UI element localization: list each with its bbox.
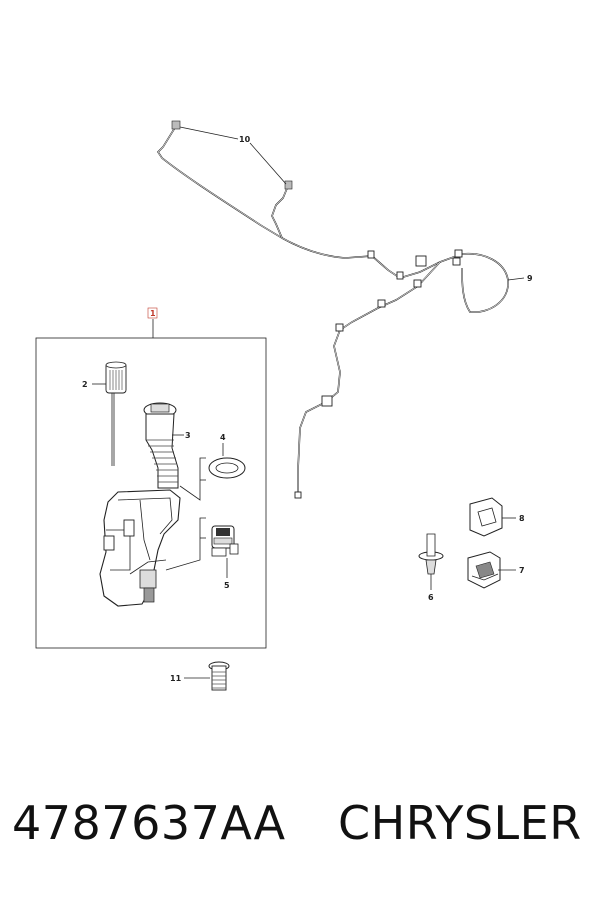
grommet bbox=[179, 443, 246, 501]
callout-7: 7 bbox=[519, 566, 525, 575]
callout-10: 10 bbox=[239, 135, 251, 144]
callout-1: 1 bbox=[150, 309, 156, 318]
hose-clip-8 bbox=[469, 497, 516, 537]
callout-4: 4 bbox=[220, 433, 226, 442]
washer-reservoir bbox=[99, 489, 181, 607]
callout-11: 11 bbox=[170, 674, 182, 683]
callout-8: 8 bbox=[519, 514, 525, 523]
reservoir-kit-box bbox=[35, 319, 267, 649]
callout-2: 2 bbox=[82, 380, 88, 389]
footer: 4787637AA CHRYSLER bbox=[0, 796, 600, 866]
part-number: 4787637AA bbox=[12, 796, 286, 850]
brand-name: CHRYSLER bbox=[338, 796, 582, 850]
parts-diagram: 1 2 3 4 5 6 7 8 9 10 11 bbox=[35, 120, 533, 691]
fastener-11 bbox=[184, 661, 230, 691]
callout-6: 6 bbox=[428, 593, 434, 602]
washer-hose-assembly bbox=[156, 120, 525, 499]
level-sensor bbox=[92, 361, 127, 466]
callout-5: 5 bbox=[224, 581, 230, 590]
hose-clip-7 bbox=[467, 551, 516, 589]
washer-pump bbox=[165, 517, 239, 578]
callout-3: 3 bbox=[185, 431, 191, 440]
filler-neck bbox=[143, 402, 184, 489]
push-pin bbox=[418, 533, 444, 590]
callout-9: 9 bbox=[527, 274, 533, 283]
